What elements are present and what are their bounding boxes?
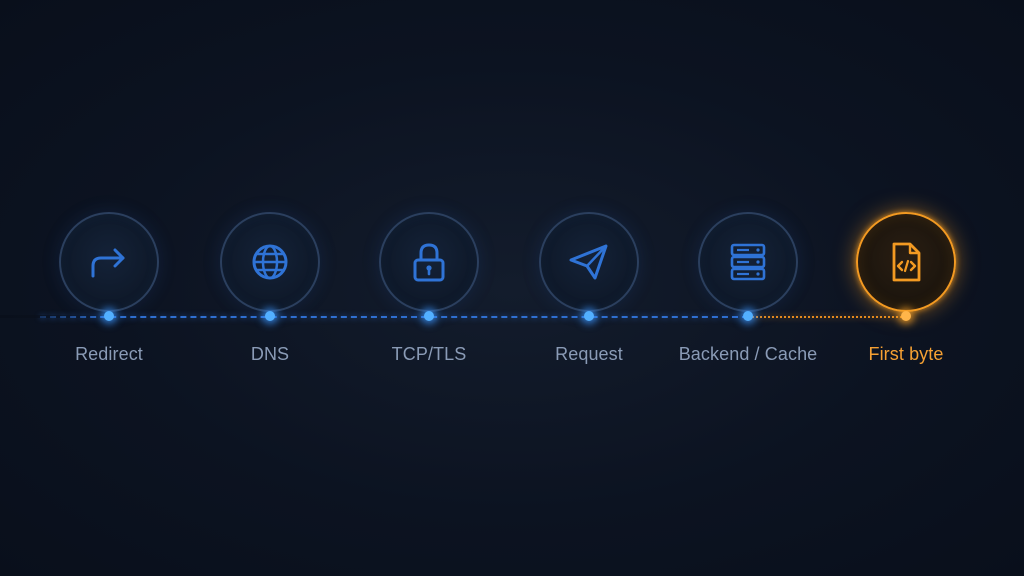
redirect-arrow-icon: [91, 248, 125, 278]
step-label-request: Request: [555, 344, 623, 364]
step-circle: [220, 212, 320, 312]
timeline-line-completed: [40, 316, 748, 318]
step-dot: [104, 311, 114, 321]
step-tcp-tls: [379, 212, 479, 312]
timeline-line-pending: [748, 316, 906, 318]
step-label-backend-cache: Backend / Cache: [678, 344, 818, 364]
step-dot: [265, 311, 275, 321]
step-dot: [743, 311, 753, 321]
globe-icon: [252, 244, 288, 280]
step-circle: [539, 212, 639, 312]
step-dot: [424, 311, 434, 321]
step-backend-cache: [698, 212, 798, 312]
timeline-line-fade: [0, 315, 110, 318]
step-dot-active: [901, 311, 911, 321]
step-redirect: [59, 212, 159, 312]
step-first-byte: [856, 212, 956, 312]
step-circle: [379, 212, 479, 312]
step-label-tcp-tls: TCP/TLS: [391, 344, 467, 364]
step-dot: [584, 311, 594, 321]
step-label-first-byte: First byte: [868, 344, 944, 364]
step-request: [539, 212, 639, 312]
lock-icon: [413, 243, 445, 282]
step-label-redirect: Redirect: [75, 344, 143, 364]
code-file-icon: [892, 242, 921, 282]
step-dns: [220, 212, 320, 312]
paper-plane-icon: [569, 244, 608, 280]
step-circle: [698, 212, 798, 312]
step-circle: [59, 212, 159, 312]
step-label-dns: DNS: [250, 344, 290, 364]
server-icon: [730, 243, 766, 281]
step-circle-active: [856, 212, 956, 312]
